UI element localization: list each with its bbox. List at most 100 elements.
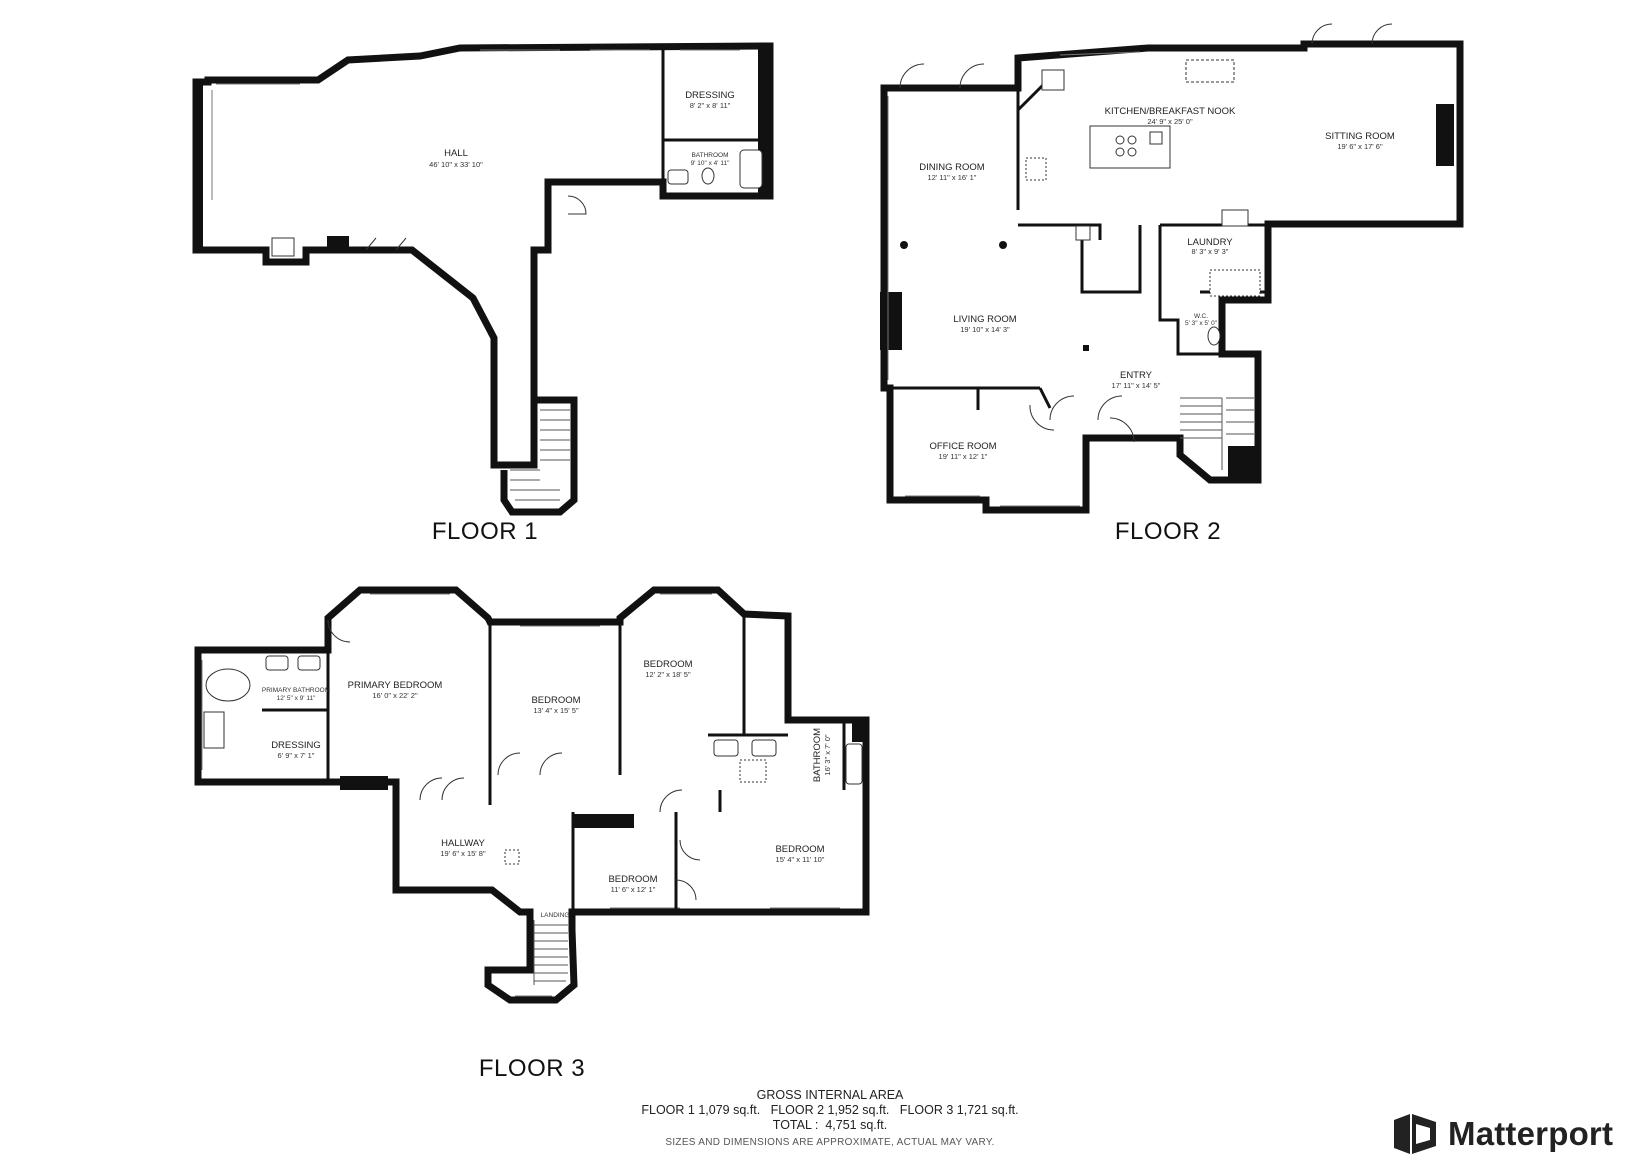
- room-name-bedroom-1: BEDROOM: [531, 695, 580, 706]
- floor-1-stairs: [500, 396, 578, 516]
- washer-icon: [1221, 209, 1249, 227]
- floor-2-fireplace: [1436, 104, 1454, 166]
- toilet-icon: [1207, 326, 1221, 346]
- room-name-dressing: DRESSING: [685, 90, 735, 101]
- bathtub-icon: [739, 149, 763, 189]
- room-name-bedroom-2: BEDROOM: [643, 659, 692, 670]
- room-name-sitting: SITTING ROOM: [1325, 131, 1395, 142]
- cooktop-burner-icon: [1127, 147, 1137, 157]
- sink-icon: [667, 169, 689, 185]
- room-name-office: OFFICE ROOM: [929, 441, 996, 452]
- floor-2-french-doors: [899, 23, 1393, 89]
- room-dims-bedroom-2: 12' 2" x 18' 5": [645, 670, 691, 679]
- matterport-logo-icon: [1394, 1114, 1436, 1154]
- shower-icon: [203, 711, 225, 749]
- floor-2-plan: KITCHEN/BREAKFAST NOOK 24' 9" x 25' 0" S…: [880, 23, 1464, 545]
- room-dims-primary-bedroom: 16' 0" x 22' 2": [372, 691, 418, 700]
- sink-icon: [297, 655, 321, 671]
- floor-2-window: [1059, 51, 1141, 56]
- floor-1-label: FLOOR 1: [432, 518, 538, 545]
- floor-3-stairs: [533, 920, 568, 985]
- room-dims-bedroom-1: 13' 4" x 15' 5": [533, 706, 579, 715]
- room-name-laundry: LAUNDRY: [1187, 237, 1233, 248]
- room-name-bathroom-3: BATHROOM: [812, 728, 823, 782]
- skylight-icon: [504, 849, 520, 865]
- room-dims-bathroom: 9' 10" x 4' 11": [691, 160, 730, 167]
- brand-logo: Matterport: [1392, 1110, 1613, 1158]
- sink-icon: [713, 739, 739, 757]
- floor-3-label: FLOOR 3: [479, 1055, 585, 1082]
- room-name-entry: ENTRY: [1120, 370, 1153, 381]
- room-name-hall: HALL: [444, 148, 468, 159]
- floor-2-partition: [1158, 225, 1222, 356]
- shower-icon: [739, 759, 767, 783]
- floor-1-wall-block: [193, 80, 203, 250]
- room-dims-living: 19' 10" x 14' 3": [960, 325, 1010, 334]
- room-dims-sitting: 19' 6" x 17' 6": [1337, 142, 1383, 151]
- room-label-bathroom-3: BATHROOM 16' 3" x 7' 0": [812, 728, 832, 782]
- room-dims-wc: 5' 3" x 5' 0": [1185, 320, 1218, 327]
- room-dims-office: 19' 11" x 12' 1": [939, 452, 988, 461]
- bathtub-icon: [205, 668, 251, 702]
- room-dims-dressing: 8' 2" x 8' 11": [690, 101, 731, 110]
- area-title: GROSS INTERNAL AREA: [756, 1088, 904, 1102]
- room-dims-hallway: 19' 6" x 15' 8": [440, 849, 486, 858]
- floor-1-door: [567, 195, 587, 215]
- floor-1-wall-block: [327, 236, 349, 250]
- room-name-landing: LANDING: [541, 912, 570, 919]
- floor-2-label: FLOOR 2: [1115, 518, 1221, 545]
- room-dims-dressing-3: 6' 9" x 7' 1": [278, 751, 315, 760]
- room-dims-laundry: 8' 3" x 9' 3": [1192, 247, 1229, 256]
- room-dims-bathroom-3: 16' 3" x 7' 0": [823, 734, 832, 775]
- area-breakdown: FLOOR 1 1,079 sq.ft. FLOOR 2 1,952 sq.ft…: [641, 1103, 1019, 1117]
- room-name-bedroom-3: BEDROOM: [608, 874, 657, 885]
- room-name-kitchen: KITCHEN/BREAKFAST NOOK: [1105, 106, 1236, 117]
- sink-icon: [1041, 69, 1065, 91]
- column-icon: [1083, 345, 1089, 351]
- room-name-primary-bedroom: PRIMARY BEDROOM: [348, 680, 443, 691]
- floor-2-door: [1029, 404, 1055, 431]
- cooktop-burner-icon: [1115, 135, 1125, 145]
- area-total: TOTAL : 4,751 sq.ft.: [772, 1118, 888, 1132]
- floor-2-partition: [1018, 223, 1102, 240]
- cooktop-burner-icon: [1115, 147, 1125, 157]
- skylight-icon: [1185, 59, 1235, 83]
- floor-2-wall-block: [1228, 446, 1260, 482]
- room-dims-primary-bathroom: 12' 5" x 9' 11": [277, 695, 316, 702]
- floor-2-fireplace: [880, 292, 902, 350]
- room-name-wc: W.C.: [1194, 313, 1208, 320]
- floor-3-door: [327, 619, 563, 801]
- floor-3-wall-block: [574, 814, 634, 828]
- room-dims-bedroom-3: 11' 6" x 12' 1": [611, 885, 656, 894]
- floor-2-stairs: [1180, 397, 1254, 470]
- sink-icon: [265, 655, 289, 671]
- room-name-living: LIVING ROOM: [953, 314, 1016, 325]
- room-name-bathroom: BATHROOM: [691, 152, 728, 159]
- floor-3-wall-block: [340, 776, 388, 790]
- toilet-icon: [701, 167, 715, 185]
- floor-1-door: [365, 237, 407, 251]
- floor-3-wall-block: [852, 720, 868, 742]
- counter-icon: [1075, 225, 1091, 241]
- room-dims-hall: 46' 10" x 33' 10": [429, 160, 483, 169]
- bathtub-icon: [845, 743, 863, 785]
- fireplace-icon: [271, 237, 295, 257]
- gross-internal-area: GROSS INTERNAL AREA FLOOR 1 1,079 sq.ft.…: [560, 1088, 1100, 1150]
- sink-icon: [1149, 131, 1163, 145]
- room-name-dressing-3: DRESSING: [271, 740, 321, 751]
- floor-2-door: [1049, 395, 1135, 443]
- floor-2-partition: [1080, 225, 1142, 294]
- room-name-primary-bathroom: PRIMARY BATHROOM: [262, 687, 330, 694]
- room-name-hallway: HALLWAY: [441, 838, 485, 849]
- room-dims-entry: 17' 11" x 14' 5": [1112, 381, 1161, 390]
- floor-1-plan: HALL 46' 10" x 33' 10" DRESSING 8' 2" x …: [192, 42, 774, 545]
- brand-name: Matterport: [1448, 1115, 1614, 1152]
- floor-2-partition: [1038, 387, 1052, 409]
- room-dims-kitchen: 24' 9" x 25' 0": [1147, 117, 1193, 126]
- room-dims-dining: 12' 11" x 16' 1": [928, 173, 977, 182]
- room-name-dining: DINING ROOM: [919, 162, 985, 173]
- floor-1-outer-wall: [192, 42, 774, 469]
- sink-icon: [751, 739, 777, 757]
- area-note: SIZES AND DIMENSIONS ARE APPROXIMATE, AC…: [665, 1137, 995, 1148]
